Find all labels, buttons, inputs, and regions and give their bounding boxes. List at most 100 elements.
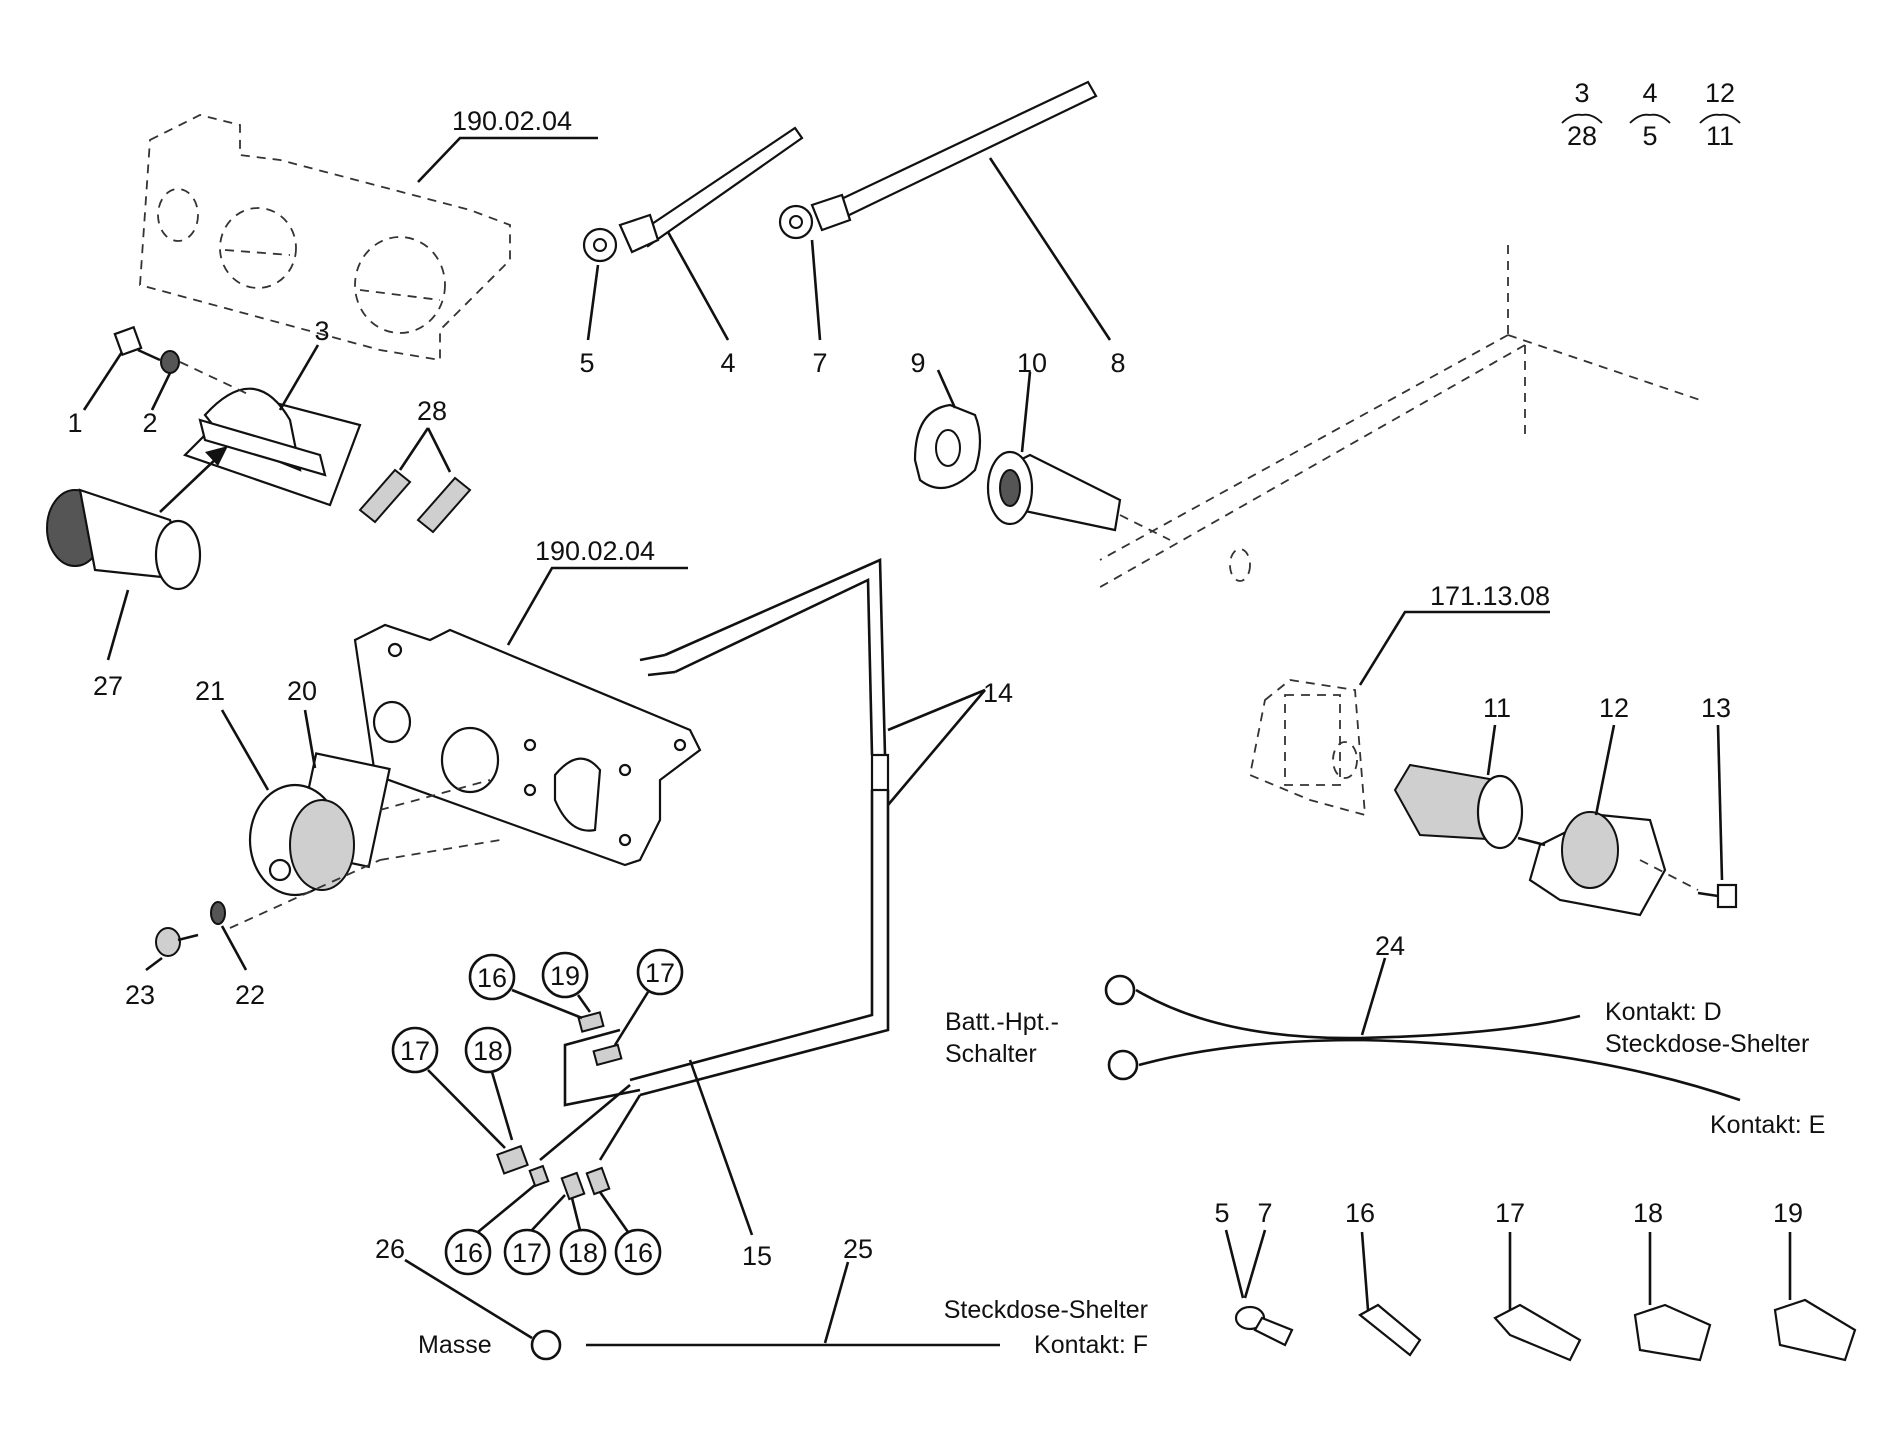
label-12: 12 bbox=[1599, 693, 1629, 723]
equiv-top-3: 12 bbox=[1705, 78, 1735, 108]
label-steckdose-shelter-2: Steckdose-Shelter bbox=[944, 1296, 1148, 1324]
callout-16-lower-b: 16 bbox=[598, 1191, 662, 1276]
callout-19: 19 bbox=[541, 951, 592, 1013]
callout-16-upper-label: 16 bbox=[477, 963, 507, 993]
label-11: 11 bbox=[1483, 693, 1511, 723]
leader-7 bbox=[810, 239, 822, 341]
legend-5: 5 bbox=[1214, 1198, 1229, 1228]
arrow-head-icon bbox=[205, 446, 228, 466]
callout-19-label: 19 bbox=[550, 961, 580, 991]
ref-dashboard-mid: 190.02.04 bbox=[535, 536, 655, 566]
label-steckdose-shelter-1: Steckdose-Shelter bbox=[1605, 1030, 1809, 1058]
leader-28b bbox=[426, 427, 452, 473]
label-masse: Masse bbox=[418, 1331, 492, 1359]
equiv-top-2: 4 bbox=[1642, 78, 1657, 108]
label-10: 10 bbox=[1017, 348, 1047, 378]
equiv-brace-3 bbox=[1699, 113, 1741, 124]
leader-28a bbox=[398, 427, 430, 471]
callout-16-lower-a-label: 16 bbox=[453, 1238, 483, 1268]
ring-terminal-icon bbox=[1234, 1305, 1294, 1347]
bracket-3 bbox=[182, 387, 362, 507]
callout-17-left-label: 17 bbox=[400, 1036, 430, 1066]
callout-18-left-label: 18 bbox=[473, 1036, 503, 1066]
label-25: 25 bbox=[843, 1234, 873, 1264]
leader-legend-7 bbox=[1243, 1229, 1267, 1299]
label-batt-line1: Batt.-Hpt.- bbox=[945, 1008, 1059, 1036]
leader-24 bbox=[1360, 957, 1387, 1036]
legend-18: 18 bbox=[1633, 1198, 1663, 1228]
dashboard-panel bbox=[353, 623, 702, 867]
mount-path-b bbox=[379, 839, 501, 861]
harness-14 bbox=[629, 558, 890, 1097]
equiv-brace-1 bbox=[1561, 113, 1603, 124]
legend-19: 19 bbox=[1773, 1198, 1803, 1228]
shelter-socket-outline bbox=[1248, 679, 1366, 817]
leader-26 bbox=[404, 1258, 533, 1340]
equiv-bottom-1: 28 bbox=[1567, 121, 1597, 151]
leader-8 bbox=[988, 157, 1112, 341]
label-kontakt-e: Kontakt: E bbox=[1710, 1111, 1825, 1139]
screw-13 bbox=[1697, 883, 1738, 909]
label-15: 15 bbox=[742, 1241, 772, 1271]
callout-17-lower-label: 17 bbox=[512, 1238, 542, 1268]
leader-27 bbox=[106, 589, 130, 661]
leader-23 bbox=[145, 956, 163, 972]
dashboard-outline-top bbox=[139, 114, 511, 362]
washer-2 bbox=[160, 350, 180, 374]
meter-21 bbox=[248, 752, 391, 897]
ref-shelter-socket: 171.13.08 bbox=[1430, 581, 1550, 611]
screw-23 bbox=[155, 927, 199, 957]
equivalence-notes: 3 28 4 5 12 11 bbox=[1561, 78, 1741, 151]
callout-16-lower-a: 16 bbox=[444, 1183, 536, 1276]
leader-5 bbox=[586, 264, 600, 341]
leader-10 bbox=[1020, 371, 1032, 453]
shelter-wall-outline bbox=[1094, 245, 1701, 591]
label-20: 20 bbox=[287, 676, 317, 706]
leader-ref-mid bbox=[506, 566, 688, 646]
label-14: 14 bbox=[983, 678, 1013, 708]
screw-path-1 bbox=[179, 361, 251, 396]
label-4: 4 bbox=[720, 348, 735, 378]
terminal-legend: 5 7 16 17 18 19 bbox=[1214, 1198, 1857, 1362]
leader-9 bbox=[936, 369, 957, 409]
label-21: 21 bbox=[195, 676, 225, 706]
legend-7: 7 bbox=[1257, 1198, 1272, 1228]
fuses-28 bbox=[358, 468, 472, 534]
legend-17: 17 bbox=[1495, 1198, 1525, 1228]
label-8: 8 bbox=[1110, 348, 1125, 378]
equiv-top-1: 3 bbox=[1574, 78, 1589, 108]
ref-dashboard-top: 190.02.04 bbox=[452, 106, 572, 136]
callout-17-left: 17 bbox=[391, 1026, 506, 1149]
leader-25 bbox=[823, 1261, 850, 1344]
callout-18-lower: 18 bbox=[559, 1197, 607, 1276]
label-2: 2 bbox=[142, 408, 157, 438]
label-3: 3 bbox=[314, 316, 329, 346]
insulated-receptacle-19-icon bbox=[1773, 1298, 1857, 1362]
clamp-9 bbox=[913, 403, 982, 490]
mount-path-c bbox=[229, 859, 381, 929]
label-batt-line2: Schalter bbox=[945, 1040, 1037, 1068]
leader-14b bbox=[887, 689, 986, 806]
connector-group-lower bbox=[496, 1084, 642, 1201]
label-1: 1 bbox=[67, 408, 82, 438]
masse-terminal bbox=[530, 1329, 562, 1361]
leader-3 bbox=[278, 344, 320, 411]
leader-2 bbox=[150, 372, 172, 411]
leader-11 bbox=[1486, 724, 1497, 776]
callout-18-left: 18 bbox=[464, 1026, 514, 1141]
cable-4 bbox=[582, 126, 804, 263]
equiv-bottom-3: 11 bbox=[1706, 121, 1734, 151]
cable-24 bbox=[1104, 974, 1741, 1102]
label-9: 9 bbox=[910, 348, 925, 378]
label-7: 7 bbox=[812, 348, 827, 378]
equiv-bottom-2: 5 bbox=[1642, 121, 1657, 151]
leader-4 bbox=[666, 231, 730, 341]
label-23: 23 bbox=[125, 980, 155, 1010]
label-27: 27 bbox=[93, 671, 123, 701]
callout-17-lower: 17 bbox=[503, 1194, 566, 1276]
insulated-receptacle-18-icon bbox=[1633, 1303, 1712, 1362]
callout-17-upper: 17 bbox=[613, 948, 684, 1046]
label-13: 13 bbox=[1701, 693, 1731, 723]
equiv-brace-2 bbox=[1629, 113, 1671, 124]
